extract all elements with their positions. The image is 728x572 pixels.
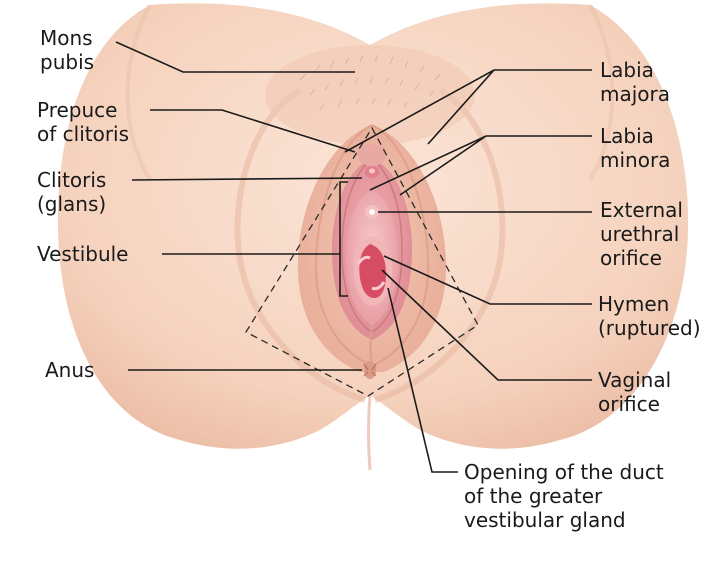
label-labia-majora: Labia majora: [600, 58, 671, 106]
perineum-dashed-outline: [245, 126, 479, 397]
vaginal-orifice-shape: [353, 236, 393, 306]
label-labia-minora: Labia minora: [600, 124, 671, 172]
label-anus: Anus: [45, 358, 95, 382]
label-greater-vestibular-gland-duct: Opening of the duct of the greater vesti…: [464, 460, 664, 532]
urethral-orifice-shape: [365, 205, 379, 219]
leader-vaginal: [381, 269, 592, 381]
label-prepuce-of-clitoris: Prepuce of clitoris: [37, 98, 130, 146]
vestibule-bracket: [339, 181, 348, 297]
label-clitoris-glans: Clitoris (glans): [37, 168, 107, 216]
leader-prepuce: [150, 109, 356, 153]
leader-gland-duct: [387, 287, 458, 473]
leader-mons-pubis: [115, 41, 355, 73]
leader-clitoris: [131, 177, 363, 181]
label-external-urethral-orifice: External urethral orifice: [600, 198, 683, 270]
leader-labia-minora: [369, 135, 592, 196]
label-vaginal-orifice: Vaginal orifice: [598, 368, 672, 416]
mons-pubis-area: [265, 45, 475, 145]
anus-shape: [363, 324, 377, 379]
label-mons-pubis: Mons pubis: [40, 26, 95, 74]
clitoris-shape: [357, 144, 387, 178]
label-vestibule: Vestibule: [37, 242, 129, 266]
leader-hymen: [383, 255, 592, 305]
leader-lines: [115, 41, 592, 473]
leader-labia-majora: [344, 69, 592, 153]
label-hymen-ruptured: Hymen (ruptured): [598, 292, 701, 340]
